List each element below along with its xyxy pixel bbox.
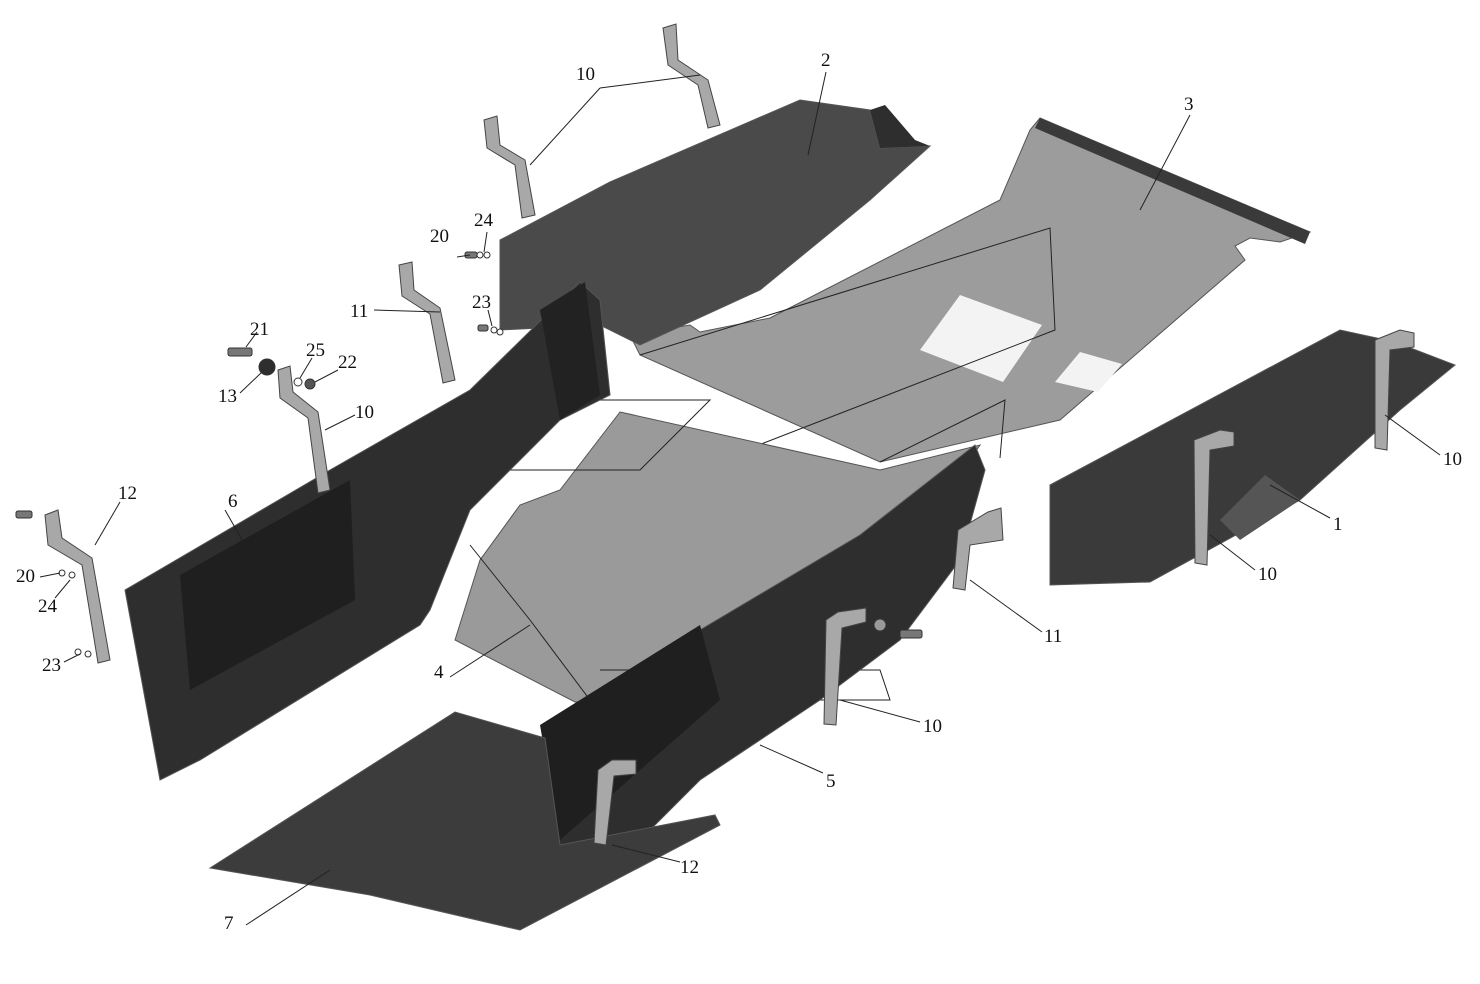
- callout-23: 23: [42, 655, 61, 676]
- bracket-10-right-b: [1374, 329, 1415, 451]
- part-7-floor-panel: [208, 711, 721, 931]
- callout-11: 11: [350, 301, 368, 322]
- callout-10: 10: [1443, 449, 1462, 470]
- mounting-brackets: [44, 23, 1415, 846]
- callout-3: 3: [1184, 94, 1194, 115]
- callout-24: 24: [474, 210, 494, 231]
- callout-12: 12: [680, 857, 699, 878]
- bracket-10-top-left: [483, 115, 536, 219]
- callout-7: 7: [224, 913, 234, 934]
- callout-22: 22: [338, 352, 357, 373]
- callout-10: 10: [576, 64, 595, 85]
- callout-1: 1: [1333, 514, 1343, 535]
- callout-21: 21: [250, 319, 269, 340]
- fasteners: [15, 251, 923, 658]
- part-1-side-panel: [1049, 329, 1456, 586]
- leader-lines: [39, 71, 1441, 926]
- callout-23: 23: [472, 292, 491, 313]
- bracket-12-left: [44, 509, 111, 664]
- callout-20: 20: [16, 566, 35, 587]
- bracket-11-left: [398, 261, 456, 384]
- bracket-10-mid: [823, 607, 867, 726]
- bracket-11-right: [952, 507, 1004, 591]
- callout-labels: 10 2 3 20 24 23 11 21 25 22 13 10 12 6 2…: [16, 50, 1462, 934]
- callout-24: 24: [38, 596, 58, 617]
- callout-12: 12: [118, 483, 137, 504]
- nut-front: [873, 618, 887, 632]
- part-6-channel-panel: [124, 281, 611, 781]
- bracket-10-right-a: [1193, 429, 1235, 566]
- part-3-floor-panel: [629, 117, 1312, 463]
- callout-2: 2: [821, 50, 831, 71]
- callout-13: 13: [218, 386, 237, 407]
- bolt-23-top: [477, 324, 489, 332]
- bolt-21: [227, 347, 253, 357]
- callout-11: 11: [1044, 626, 1062, 647]
- bracket-10-left: [277, 365, 331, 494]
- washer-25: [293, 377, 303, 387]
- callout-20: 20: [430, 226, 449, 247]
- callout-10: 10: [923, 716, 942, 737]
- callout-4: 4: [434, 662, 444, 683]
- bolt-front: [899, 629, 923, 639]
- washer-13: [258, 358, 276, 376]
- bracket-12-front: [593, 759, 637, 846]
- callout-10: 10: [355, 402, 374, 423]
- callout-5: 5: [826, 771, 836, 792]
- nut-22: [304, 378, 316, 390]
- callout-25: 25: [306, 340, 325, 361]
- callout-6: 6: [228, 491, 238, 512]
- bolt-left: [15, 510, 33, 519]
- callout-10: 10: [1258, 564, 1277, 585]
